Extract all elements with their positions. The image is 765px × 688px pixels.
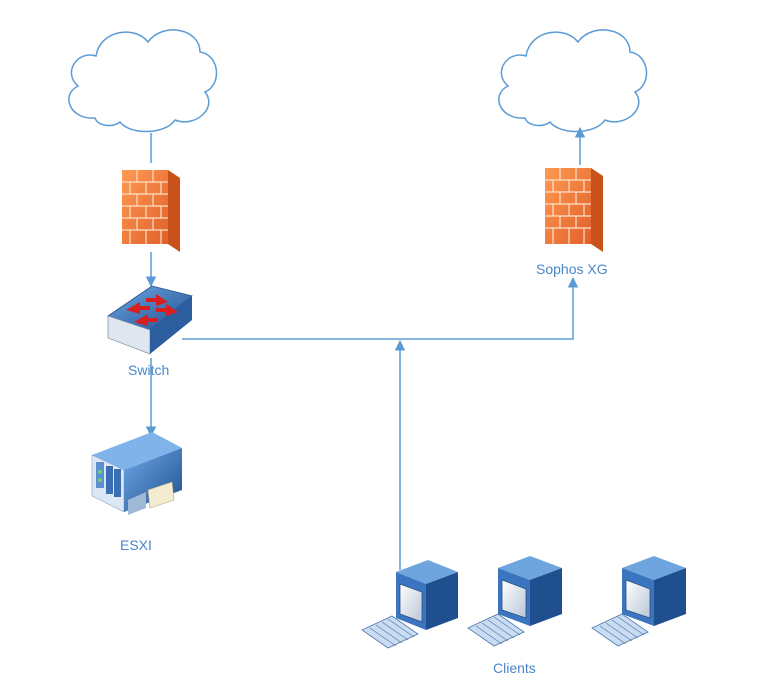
- firewall-icon-left: [122, 170, 180, 252]
- cloud-icon-right: [498, 29, 648, 133]
- connector-switch-to-sophos: [182, 276, 579, 340]
- switch-label: Switch: [128, 362, 170, 378]
- esxi-label: ESXI: [120, 537, 152, 553]
- workstation-icon-1: [361, 560, 458, 649]
- workstation-icon-2: [467, 556, 562, 647]
- cloud-icon-left: [68, 29, 218, 133]
- switch-icon: [107, 285, 193, 355]
- clients-label: Clients: [493, 660, 536, 676]
- sophos-xg-label: Sophos XG: [536, 261, 608, 277]
- workstation-icon-3: [591, 556, 686, 647]
- connectors: [145, 126, 586, 570]
- firewall-icon-right: [545, 168, 603, 252]
- server-icon: [91, 432, 182, 515]
